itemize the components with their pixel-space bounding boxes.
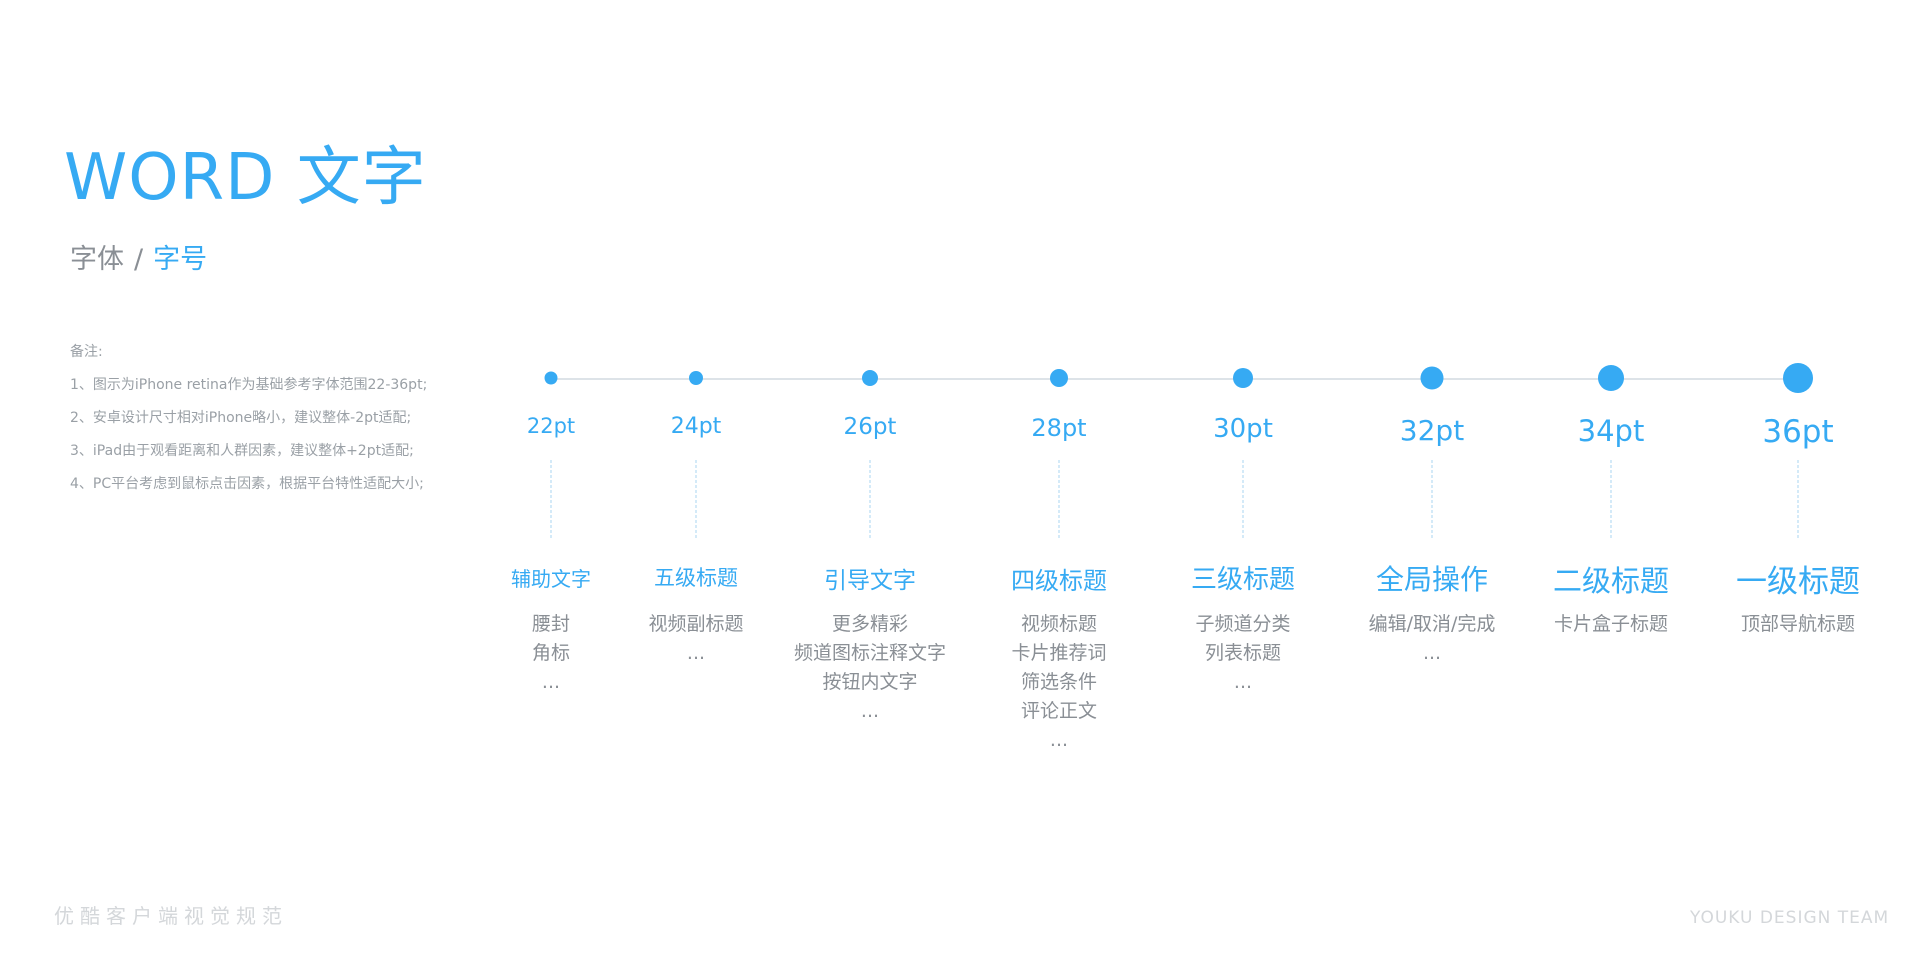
dashed-connector xyxy=(695,460,697,538)
example-item: ... xyxy=(686,642,706,664)
page-subtitle: 字体 / 字号 xyxy=(70,242,207,278)
category-title: 辅助文字 xyxy=(511,567,591,591)
dashed-connector xyxy=(869,460,871,538)
notes-block: 备注: 1、图示为iPhone retina作为基础参考字体范围22-36pt;… xyxy=(70,336,427,501)
dashed-connector xyxy=(1058,460,1060,538)
category-title: 一级标题 xyxy=(1736,564,1860,601)
size-marker-dot xyxy=(689,371,703,385)
note-line: 4、PC平台考虑到鼠标点击因素，根据平台特性适配大小; xyxy=(70,476,424,492)
category-title: 全局操作 xyxy=(1375,563,1489,597)
example-item: 筛选条件 xyxy=(1020,671,1098,693)
size-label: 34pt xyxy=(1577,414,1645,448)
note-line: 1、图示为iPhone retina作为基础参考字体范围22-36pt; xyxy=(70,377,428,393)
example-item: ... xyxy=(1422,642,1442,664)
example-item: 编辑/取消/完成 xyxy=(1368,613,1496,635)
dashed-connector xyxy=(1797,460,1799,538)
example-item: ... xyxy=(860,700,880,722)
example-item: ... xyxy=(541,671,561,693)
example-item: 子频道分类 xyxy=(1195,613,1291,635)
example-item: 顶部导航标题 xyxy=(1740,613,1856,635)
example-item: ... xyxy=(1233,671,1253,693)
example-list: 视频副标题... xyxy=(648,610,743,668)
category-title: 三级标题 xyxy=(1190,565,1296,596)
example-list: 腰封角标... xyxy=(532,610,570,697)
size-label: 26pt xyxy=(843,414,897,440)
size-marker-dot xyxy=(1598,365,1624,391)
category-title: 四级标题 xyxy=(1011,566,1107,595)
dashed-connector xyxy=(1242,460,1244,538)
note-line: 2、安卓设计尺寸相对iPhone略小，建议整体-2pt适配; xyxy=(70,410,412,426)
size-label: 22pt xyxy=(526,414,576,438)
example-item: 列表标题 xyxy=(1204,642,1282,664)
example-item: 频道图标注释文字 xyxy=(793,642,947,664)
example-item: 更多精彩 xyxy=(831,613,909,635)
example-list: 编辑/取消/完成... xyxy=(1369,610,1496,668)
category-title: 五级标题 xyxy=(654,566,738,591)
subtitle-font-label: 字体 xyxy=(70,244,124,275)
example-list: 更多精彩频道图标注释文字按钮内文字... xyxy=(794,610,946,726)
example-item: 腰封 xyxy=(531,613,571,635)
timeline-axis xyxy=(552,378,1804,380)
footer-brand: 优酷客户端视觉规范 xyxy=(54,904,288,928)
subtitle-separator: / xyxy=(134,244,144,275)
size-marker-dot xyxy=(1420,366,1444,390)
size-marker-dot xyxy=(544,371,558,385)
size-label: 30pt xyxy=(1213,414,1273,444)
dashed-connector xyxy=(1610,460,1612,538)
example-item: 视频副标题 xyxy=(648,613,744,635)
size-marker-dot xyxy=(862,370,878,386)
example-list: 卡片盒子标题 xyxy=(1554,610,1668,639)
note-line: 3、iPad由于观看距离和人群因素，建议整体+2pt适配; xyxy=(70,443,414,459)
example-item: 卡片盒子标题 xyxy=(1553,613,1669,635)
example-item: 评论正文 xyxy=(1020,700,1098,722)
example-item: 角标 xyxy=(531,642,571,664)
example-item: ... xyxy=(1049,729,1069,751)
example-item: 视频标题 xyxy=(1020,613,1098,635)
size-marker-dot xyxy=(1783,363,1813,393)
size-label: 32pt xyxy=(1399,414,1465,447)
footer-team: YOUKU DESIGN TEAM xyxy=(1690,908,1890,928)
example-list: 子频道分类列表标题... xyxy=(1195,610,1290,697)
category-title: 引导文字 xyxy=(824,568,916,595)
notes-heading: 备注: xyxy=(70,344,103,360)
page-title: WORD 文字 xyxy=(64,141,427,215)
category-title: 二级标题 xyxy=(1552,563,1670,598)
example-list: 顶部导航标题 xyxy=(1741,610,1855,639)
example-list: 视频标题卡片推荐词筛选条件评论正文... xyxy=(1011,610,1106,755)
example-item: 按钮内文字 xyxy=(822,671,918,693)
size-label: 36pt xyxy=(1762,414,1834,450)
dashed-connector xyxy=(1431,460,1433,538)
subtitle-size-label: 字号 xyxy=(153,244,208,275)
size-label: 28pt xyxy=(1031,414,1087,442)
size-label: 24pt xyxy=(670,414,722,439)
dashed-connector xyxy=(550,460,552,538)
size-marker-dot xyxy=(1233,368,1253,388)
size-marker-dot xyxy=(1050,369,1068,387)
example-item: 卡片推荐词 xyxy=(1011,642,1107,664)
